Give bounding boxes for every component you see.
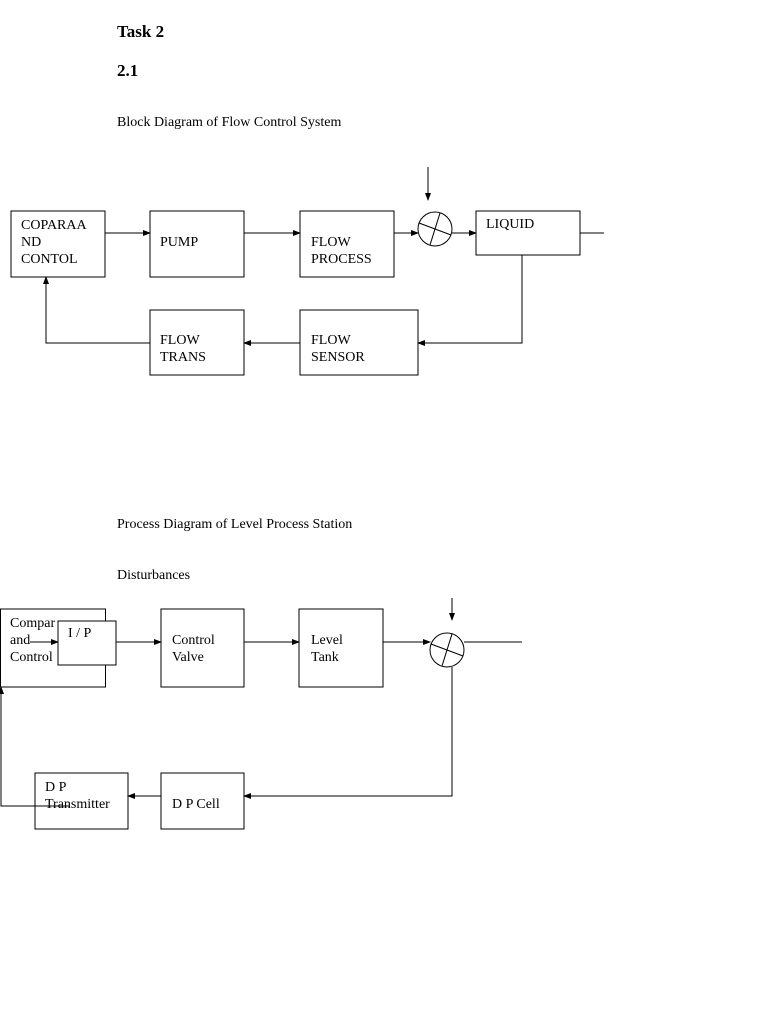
flow-process-block bbox=[299, 210, 395, 278]
level-tank-block bbox=[298, 608, 384, 688]
block-label: LIQUID bbox=[486, 217, 534, 232]
level-process-diagram: Compar and Control I / P Control Valve L… bbox=[0, 598, 522, 830]
block-label: CONTOL bbox=[21, 252, 78, 267]
feedback-line bbox=[243, 667, 453, 799]
block-label: Valve bbox=[172, 650, 204, 665]
block-label: FLOW bbox=[311, 235, 351, 250]
block-label: FLOW bbox=[311, 333, 351, 348]
block-label: Tank bbox=[311, 650, 339, 665]
liquid-block bbox=[475, 210, 581, 256]
dp-transmitter-block bbox=[34, 772, 129, 830]
flow-control-diagram: COPARAA ND CONTOL PUMP FLOW PROCESS LIQU… bbox=[10, 167, 604, 376]
block-label: Control bbox=[10, 650, 53, 665]
diagram1-caption: Block Diagram of Flow Control System bbox=[117, 115, 342, 130]
disturbances-label: Disturbances bbox=[117, 568, 191, 583]
compare-control-block bbox=[10, 210, 106, 278]
heading: Task 2 bbox=[117, 22, 165, 41]
control-valve-block bbox=[160, 608, 245, 688]
block-label: Transmitter bbox=[45, 797, 110, 812]
pump-block bbox=[149, 210, 245, 278]
diagram2-caption: Process Diagram of Level Process Station bbox=[117, 517, 353, 532]
feedback-line bbox=[43, 276, 150, 344]
block-label: D P Cell bbox=[172, 797, 220, 812]
block-label: I / P bbox=[68, 626, 92, 641]
flow-trans-block bbox=[149, 309, 245, 376]
block-label: D P bbox=[45, 780, 67, 795]
ip-block bbox=[57, 620, 117, 666]
feedback-line bbox=[417, 255, 523, 346]
block-label: COPARAA bbox=[21, 218, 88, 233]
block-label: Compar bbox=[10, 616, 55, 631]
block-label: PROCESS bbox=[311, 252, 372, 267]
block-label: SENSOR bbox=[311, 350, 365, 365]
dp-cell-block bbox=[160, 772, 245, 830]
block-label: ND bbox=[21, 235, 41, 250]
summing-junction bbox=[429, 632, 465, 668]
block-label: Level bbox=[311, 633, 343, 648]
block-label: Control bbox=[172, 633, 215, 648]
feedback-line bbox=[0, 686, 70, 807]
summing-junction bbox=[417, 211, 453, 247]
block-label: PUMP bbox=[160, 235, 198, 250]
subheading: 2.1 bbox=[117, 61, 139, 80]
block-label: FLOW bbox=[160, 333, 200, 348]
flow-sensor-block bbox=[299, 309, 419, 376]
block-label: TRANS bbox=[160, 350, 206, 365]
block-label: and bbox=[10, 633, 30, 648]
